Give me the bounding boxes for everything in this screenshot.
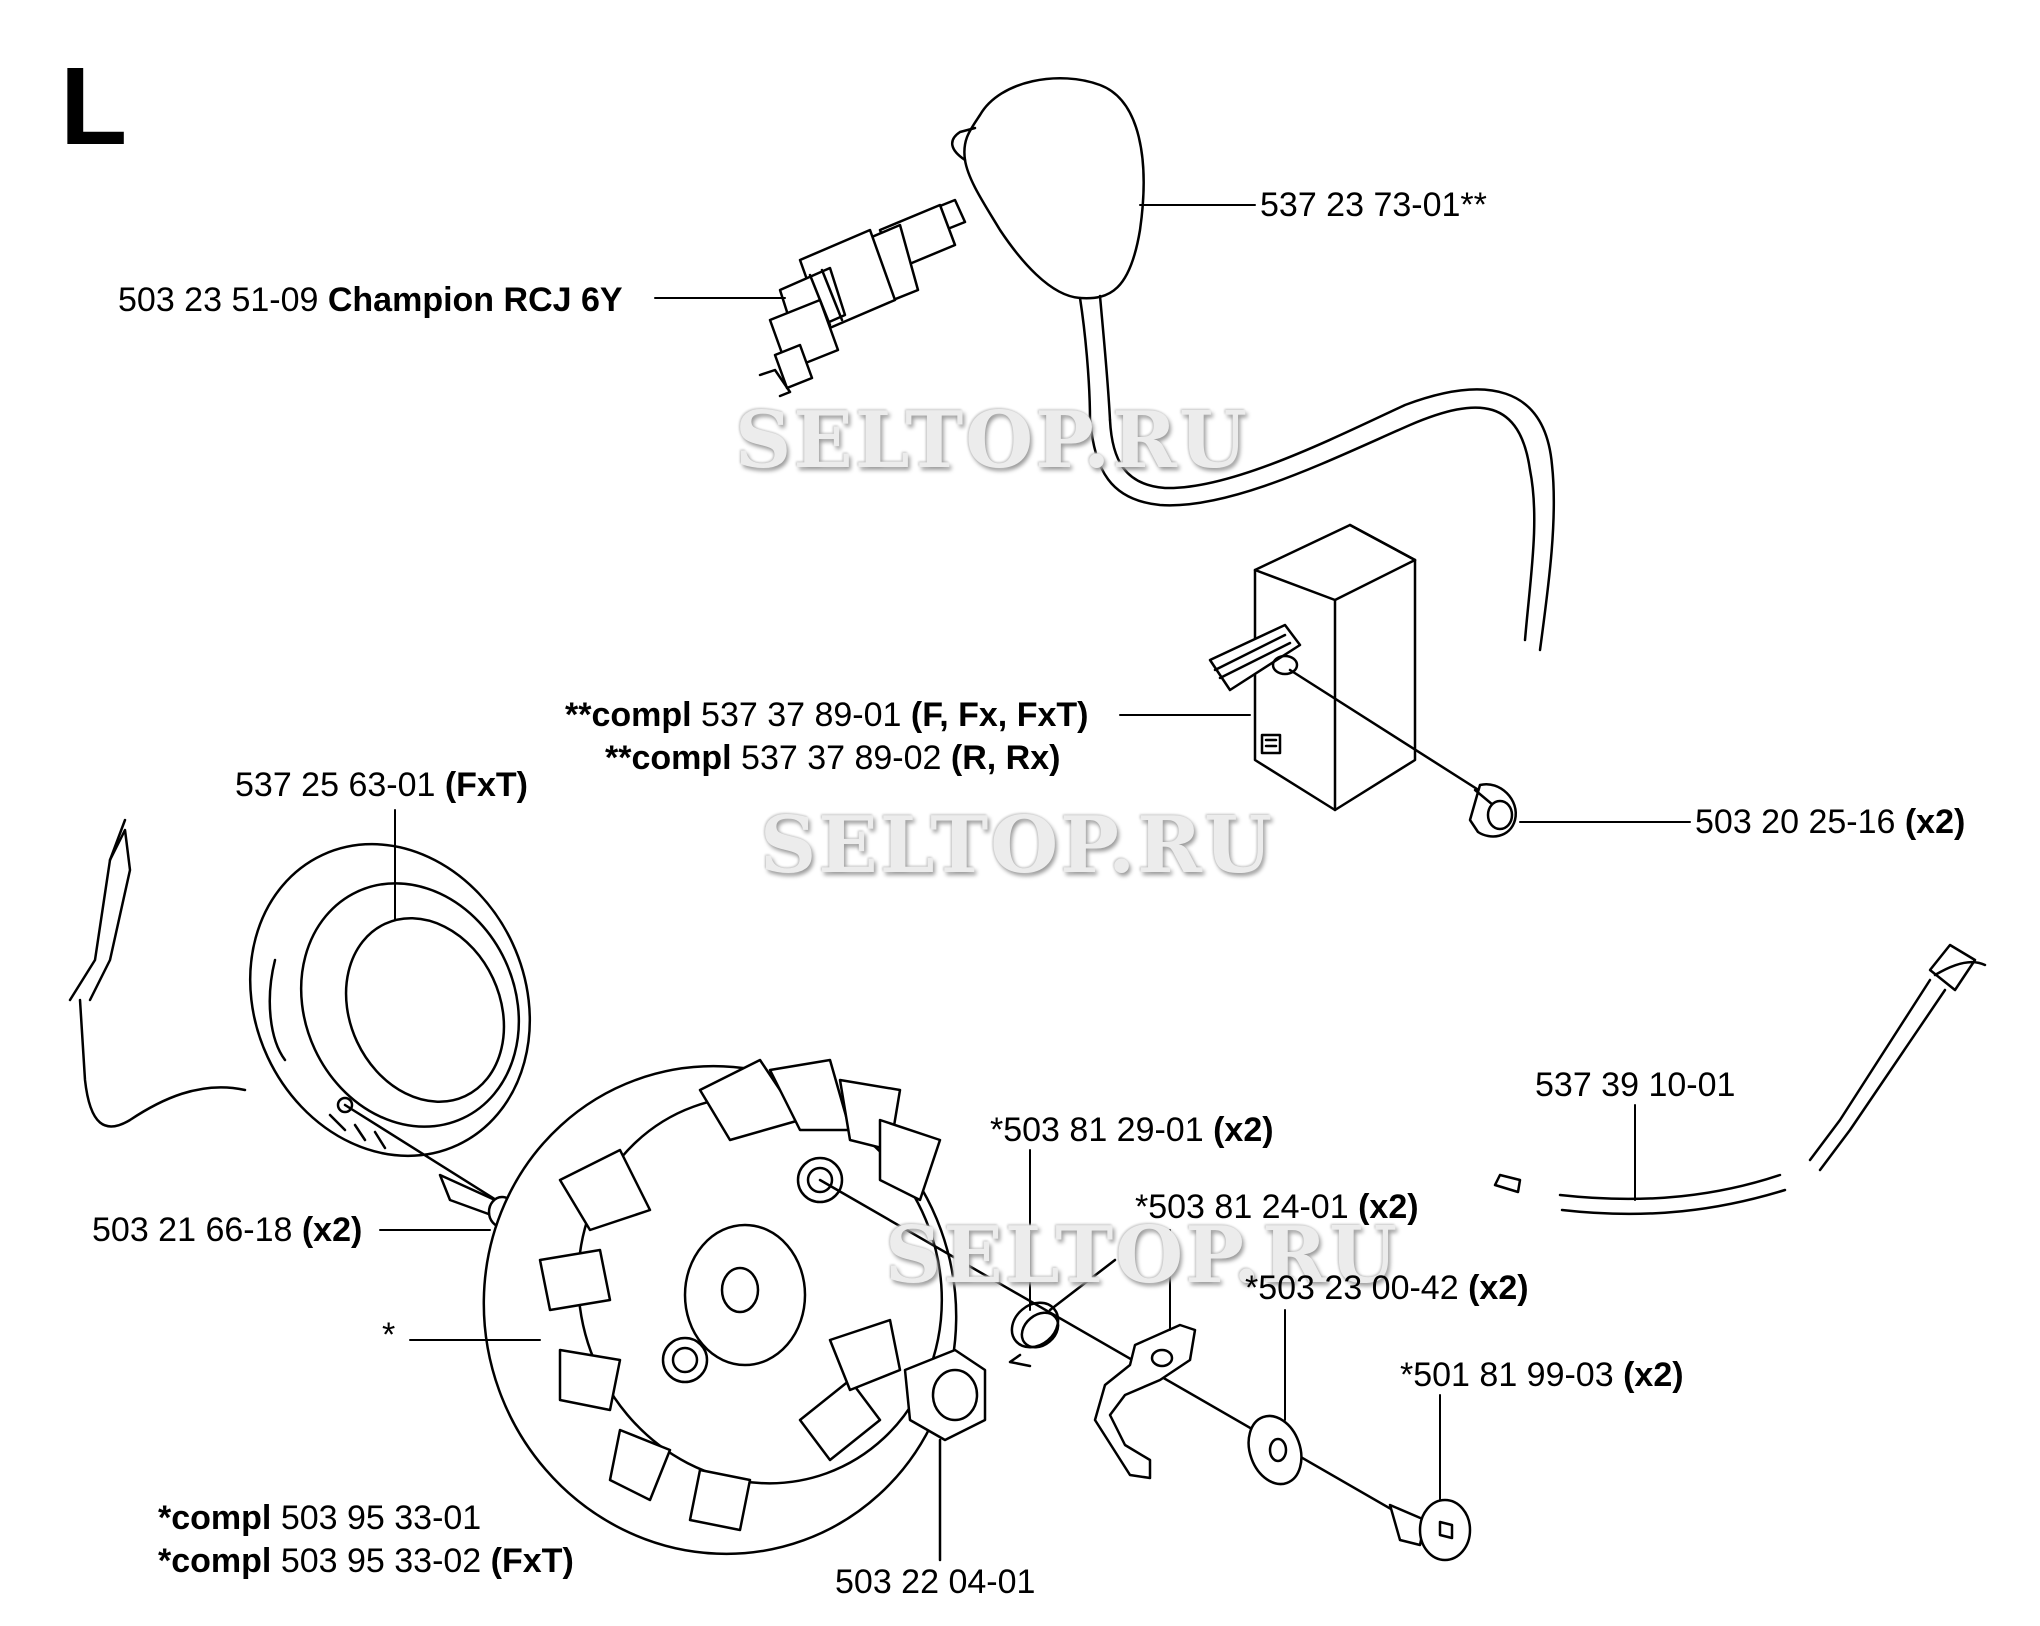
label-spring: *503 81 29-01 (x2): [990, 1110, 1274, 1150]
label-washer: *503 23 00-42 (x2): [1245, 1268, 1529, 1308]
part-note: (R, Rx): [950, 739, 1061, 777]
module-screw-drawing: [1288, 668, 1518, 838]
stator-drawing: [68, 818, 532, 1158]
section-letter: L: [60, 45, 128, 168]
label-module-screw: 503 20 25-16 (x2): [1695, 802, 1965, 842]
part-number: *503 23 00-42: [1245, 1269, 1459, 1307]
part-number: 537 37 89-02: [741, 739, 942, 777]
plug-cap-drawing: [951, 77, 1145, 422]
part-note: (x2): [1904, 803, 1966, 841]
label-flywheel-nut: 503 22 04-01: [835, 1562, 1035, 1602]
pawl-drawing: [1093, 1323, 1197, 1480]
part-number: 503 23 51-09: [118, 281, 319, 319]
part-number: *501 81 99-03: [1400, 1356, 1614, 1394]
part-prefix: **compl: [605, 739, 732, 777]
pawl-screw-drawing: [1388, 1498, 1472, 1562]
part-number: *503 81 24-01: [1135, 1188, 1349, 1226]
flywheel-nut-drawing: [903, 1348, 987, 1562]
part-number: 537 23 73-01**: [1260, 186, 1487, 224]
part-number: 503 95 33-02: [280, 1542, 482, 1580]
spark-plug-drawing: [758, 198, 967, 398]
label-flywheel-2: *compl 503 95 33-02 (FxT): [158, 1541, 574, 1581]
part-number: 503 21 66-18: [92, 1211, 293, 1249]
label-ignition-module-2: **compl 537 37 89-02 (R, Rx): [605, 738, 1060, 778]
part-number: 537 39 10-01: [1535, 1066, 1736, 1104]
part-note: (F, Fx, FxT): [910, 696, 1089, 734]
label-ignition-wire: 537 39 10-01: [1535, 1065, 1735, 1105]
part-note: (x2): [1213, 1111, 1274, 1149]
ignition-wire-drawing: [1493, 943, 1987, 1216]
part-note: (x2): [1468, 1269, 1529, 1307]
leader-lines: [379, 204, 1691, 1501]
part-number: 537 25 63-01: [235, 766, 436, 804]
label-ignition-module-1: **compl 537 37 89-01 (F, Fx, FxT): [565, 695, 1088, 735]
spring-drawing: [1008, 1258, 1117, 1368]
watermark-3: SELTOP.RU: [885, 1210, 1399, 1301]
label-pawl-screw: *501 81 99-03 (x2): [1400, 1355, 1684, 1395]
ignition-cable-drawing: [1088, 388, 1556, 652]
part-number: 503 20 25-16: [1695, 803, 1896, 841]
part-note: (FxT): [444, 766, 528, 804]
part-note: Champion RCJ 6Y: [327, 281, 623, 319]
ignition-module-drawing: [1208, 523, 1417, 812]
watermark-2: SELTOP.RU: [760, 800, 1274, 891]
label-stator: 537 25 63-01 (FxT): [235, 765, 528, 805]
flywheel-drawing: [482, 1058, 958, 1556]
part-prefix: *compl: [158, 1542, 272, 1580]
part-prefix: *compl: [158, 1499, 272, 1537]
part-number: *: [382, 1316, 396, 1354]
label-plug-cap: 537 23 73-01**: [1260, 185, 1487, 225]
part-note: (x2): [301, 1211, 363, 1249]
label-stator-screw: 503 21 66-18 (x2): [92, 1210, 362, 1250]
label-pawl: *503 81 24-01 (x2): [1135, 1187, 1419, 1227]
part-note: (FxT): [490, 1542, 574, 1580]
part-number: *503 81 29-01: [990, 1111, 1204, 1149]
part-note: (x2): [1623, 1356, 1684, 1394]
washer-drawing: [1247, 1414, 1303, 1486]
label-spark-plug: 503 23 51-09 Champion RCJ 6Y: [118, 280, 623, 320]
part-note: (x2): [1358, 1188, 1419, 1226]
part-prefix: **compl: [565, 696, 692, 734]
part-number: 537 37 89-01: [701, 696, 902, 734]
part-number: 503 95 33-01: [280, 1499, 482, 1537]
watermark-1: SELTOP.RU: [735, 395, 1249, 486]
label-flywheel-marker: *: [382, 1315, 395, 1355]
label-flywheel-1: *compl 503 95 33-01: [158, 1498, 481, 1538]
part-number: 503 22 04-01: [835, 1563, 1036, 1601]
